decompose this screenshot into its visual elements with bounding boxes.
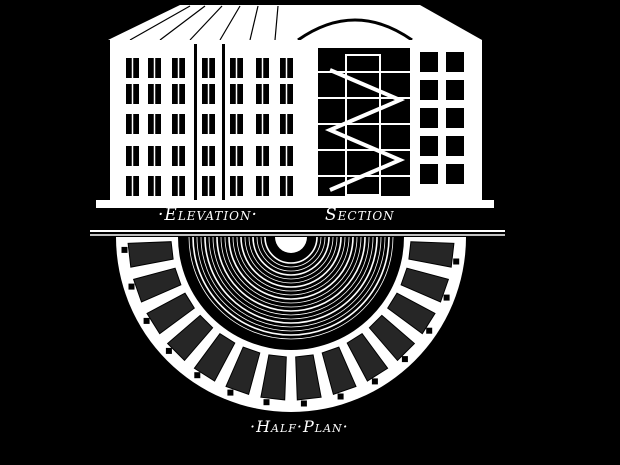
plan-ring bbox=[228, 236, 354, 300]
plan-ring bbox=[212, 236, 370, 316]
plan-window bbox=[443, 294, 450, 301]
elevation-pilaster-gap bbox=[222, 44, 225, 200]
plan-window bbox=[371, 378, 378, 385]
plan-window bbox=[426, 327, 433, 334]
plan-ring bbox=[204, 236, 378, 324]
section-divider-lines bbox=[90, 230, 505, 236]
plan-ring bbox=[236, 236, 346, 292]
section-cell bbox=[420, 52, 438, 72]
half-plan bbox=[116, 236, 466, 412]
plan-window bbox=[121, 246, 128, 253]
plan-ring bbox=[232, 236, 350, 296]
section-stair-flight bbox=[324, 68, 406, 192]
plan-ring bbox=[188, 236, 394, 340]
plan-ring bbox=[248, 236, 334, 280]
plan-ring bbox=[192, 236, 390, 336]
plan-ring bbox=[252, 236, 330, 276]
plan-cell bbox=[260, 354, 287, 401]
plan-inspection-lodge bbox=[275, 237, 307, 253]
plan-cells bbox=[121, 241, 460, 407]
section-cell bbox=[446, 52, 464, 72]
section-cell bbox=[446, 136, 464, 156]
plan-ring bbox=[200, 236, 382, 328]
plan-cell bbox=[346, 333, 389, 382]
section-cell bbox=[420, 80, 438, 100]
plan-cell bbox=[321, 346, 357, 396]
elevation-windows bbox=[126, 44, 293, 200]
plan-cell bbox=[400, 267, 450, 303]
plan-cell bbox=[146, 292, 195, 335]
elevation-base-band bbox=[96, 200, 298, 208]
plan-ring bbox=[260, 236, 322, 268]
plan-cell bbox=[166, 314, 214, 362]
section-base-band bbox=[298, 200, 494, 208]
elevation-roof-lines bbox=[129, 5, 279, 41]
plan-cell bbox=[127, 241, 174, 268]
plan-cell bbox=[225, 346, 261, 396]
plan-cell bbox=[295, 354, 322, 401]
section-roof bbox=[298, 5, 482, 40]
plan-cell bbox=[387, 292, 436, 335]
plan-ring bbox=[244, 236, 338, 284]
section-cell bbox=[446, 80, 464, 100]
plan-window bbox=[227, 389, 234, 396]
elevation-roof bbox=[108, 5, 298, 40]
plan-rings bbox=[188, 236, 394, 340]
plan-cell bbox=[132, 267, 182, 303]
half-plan-caption: ·Half·Plan· bbox=[250, 417, 349, 436]
plan-ring bbox=[208, 236, 374, 320]
plan-window bbox=[143, 317, 150, 324]
plan-window bbox=[165, 347, 172, 354]
plan-window bbox=[401, 356, 408, 363]
plan-cell bbox=[408, 241, 455, 268]
elevation-pilaster-gap bbox=[194, 44, 197, 200]
elevation-caption: ·Elevation· bbox=[158, 205, 258, 225]
plan-ring bbox=[216, 236, 366, 312]
section-stair bbox=[324, 68, 406, 192]
plan-cell bbox=[193, 333, 236, 382]
section-cell bbox=[420, 136, 438, 156]
section-cell bbox=[420, 108, 438, 128]
section-caption: Section bbox=[325, 205, 395, 225]
plan-ring bbox=[196, 236, 386, 332]
plan-window bbox=[337, 393, 344, 400]
plan-ring bbox=[256, 236, 326, 272]
plan-ring bbox=[220, 236, 362, 308]
section-view bbox=[297, 5, 494, 208]
plan-window bbox=[453, 258, 460, 265]
section-cells bbox=[420, 52, 464, 184]
plan-window bbox=[128, 283, 135, 290]
section-cell bbox=[420, 164, 438, 184]
section-dome bbox=[297, 18, 413, 42]
plan-ring bbox=[224, 236, 358, 304]
plan-window bbox=[194, 372, 201, 379]
section-cell bbox=[446, 164, 464, 184]
plan-ring bbox=[264, 236, 318, 264]
plan-cell bbox=[368, 314, 416, 362]
plan-window bbox=[263, 399, 270, 406]
elevation-view bbox=[96, 5, 298, 208]
section-cell bbox=[446, 108, 464, 128]
plan-window bbox=[300, 400, 307, 407]
plan-ring bbox=[240, 236, 342, 288]
